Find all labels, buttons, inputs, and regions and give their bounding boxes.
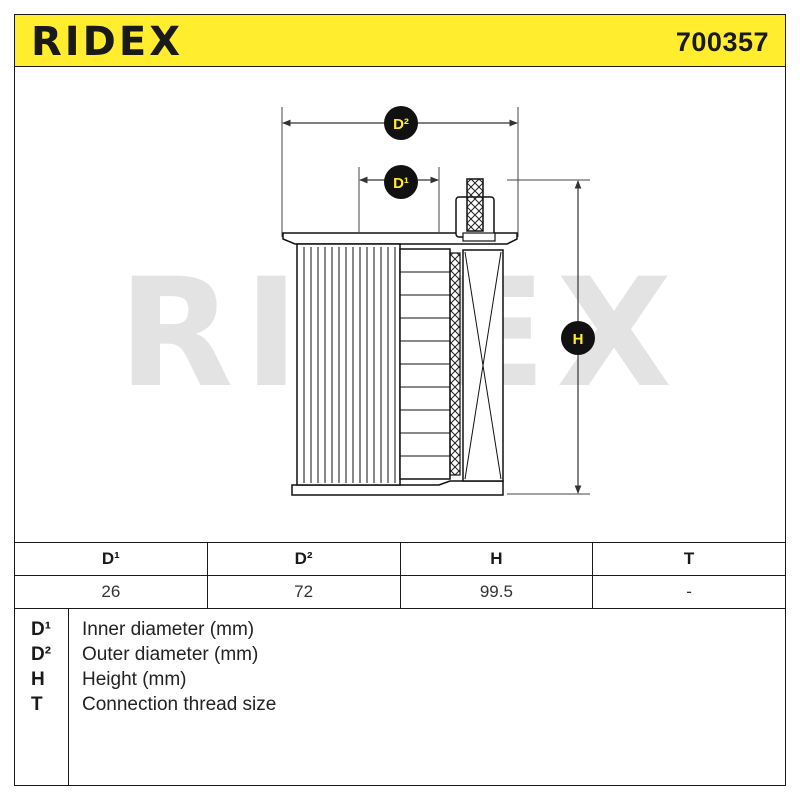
- spec-table: D¹ D² H T 26 72 99.5 -: [14, 542, 786, 609]
- h-badge: H: [561, 321, 595, 355]
- legend-item: D² Outer diameter (mm): [15, 642, 787, 667]
- legend-text: Height (mm): [82, 669, 187, 690]
- spec-header-t: T: [592, 542, 786, 576]
- brand-logo: RIDEX: [31, 19, 184, 65]
- legend-key: T: [31, 694, 43, 715]
- spec-header-h: H: [399, 542, 594, 576]
- legend-item: D¹ Inner diameter (mm): [15, 617, 787, 642]
- legend-item: T Connection thread size: [15, 692, 787, 717]
- part-number: 700357: [675, 27, 769, 57]
- extension-lines: [281, 107, 590, 495]
- d2-label: D²: [393, 116, 409, 133]
- spec-header-d1: D¹: [14, 542, 208, 576]
- legend-item: H Height (mm): [15, 667, 787, 692]
- spec-header-d2: D²: [206, 542, 401, 576]
- legend-text: Connection thread size: [82, 694, 277, 715]
- spec-value-t: -: [592, 575, 786, 609]
- legend-text: Outer diameter (mm): [82, 644, 259, 665]
- h-label: H: [573, 331, 584, 348]
- spec-value-d2: 72: [206, 575, 401, 609]
- spec-value-h: 99.5: [399, 575, 594, 609]
- header-bar: RIDEX 700357: [14, 14, 786, 67]
- legend-text: Inner diameter (mm): [82, 619, 255, 640]
- d1-label: D¹: [393, 175, 409, 192]
- filter-drawing: RIDEX D² D¹ H: [118, 106, 672, 496]
- legend-key: D¹: [31, 619, 52, 640]
- filter-element: [282, 178, 518, 496]
- legend-divider: [68, 608, 69, 785]
- d2-badge: D²: [384, 106, 418, 140]
- d1-badge: D¹: [384, 165, 418, 199]
- legend-key: H: [31, 669, 45, 690]
- legend: D¹ Inner diameter (mm) D² Outer diameter…: [14, 608, 786, 786]
- legend-key: D²: [31, 644, 52, 665]
- spec-value-d1: 26: [14, 575, 208, 609]
- spec-header-row: D¹ D² H T: [14, 542, 786, 576]
- spec-value-row: 26 72 99.5 -: [14, 575, 786, 609]
